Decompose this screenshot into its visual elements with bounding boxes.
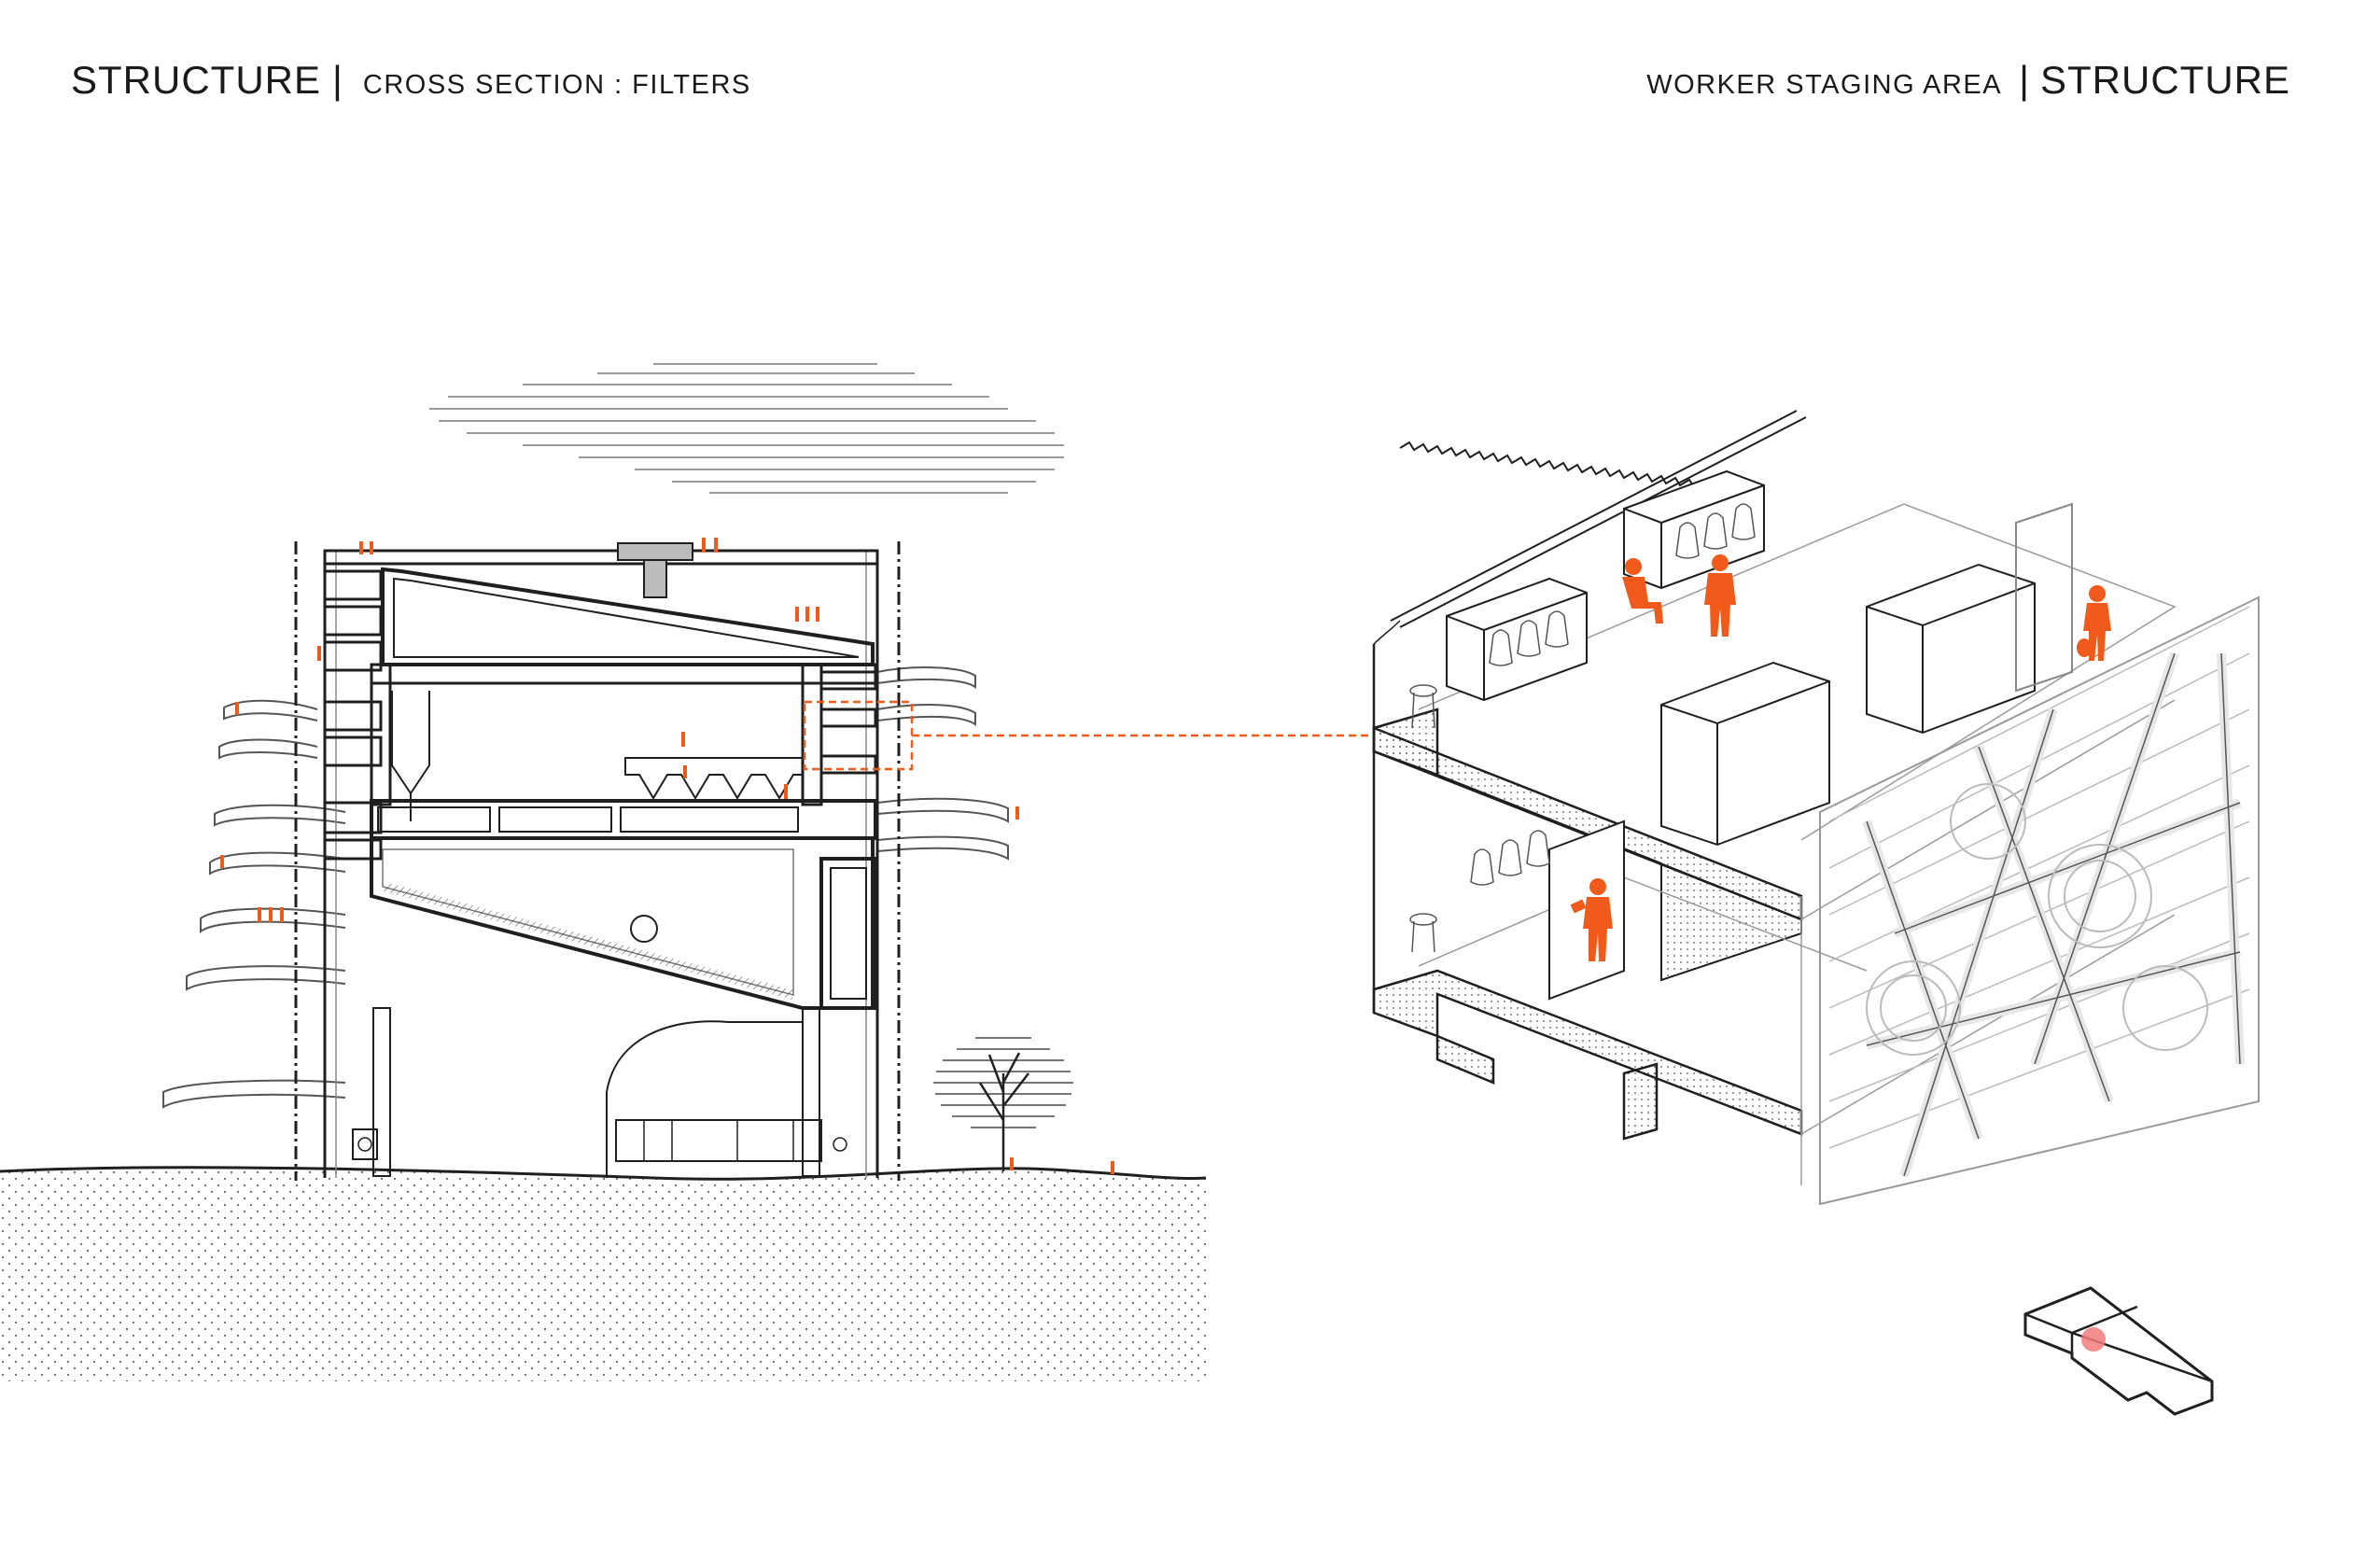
header-right-subtitle: WORKER STAGING AREA [1646,70,2003,100]
ramps [162,666,1009,1109]
header-right-separator: | [2019,58,2029,102]
header-right-title: STRUCTURE [2040,58,2290,102]
cloud [429,363,1064,494]
locker-room-2 [1623,469,1765,590]
building-section [323,542,879,1178]
person-with-bag [2077,585,2111,661]
locker-room-1 [1446,577,1588,702]
axon-people [1570,554,2111,961]
worker-staging-axonometric [1372,410,2260,1206]
locator-key-icon [2023,1286,2214,1416]
header-left-separator: | [332,58,343,102]
filter-box-2 [1866,563,2036,735]
person-seated [1622,558,1663,623]
lower-slab [1372,969,1803,1136]
timber-lattice-facade [1819,595,2260,1206]
person-reading [1570,878,1613,961]
tree [933,1037,1073,1171]
person-standing-1 [1704,554,1736,637]
header-left-subtitle: CROSS SECTION : FILTERS [362,70,751,100]
filter-box-1 [1660,661,1830,847]
locator-dot [2081,1327,2106,1352]
header-right: WORKER STAGING AREA | STRUCTURE [1646,58,2290,103]
header-left: STRUCTURE | CROSS SECTION : FILTERS [71,58,751,103]
section-people [220,538,1114,1174]
header-left-title: STRUCTURE [71,58,321,102]
glass-partition [2015,502,2073,693]
cross-section [0,363,1374,1381]
ground-line [0,1166,1207,1181]
ground-mass [0,1167,1206,1381]
